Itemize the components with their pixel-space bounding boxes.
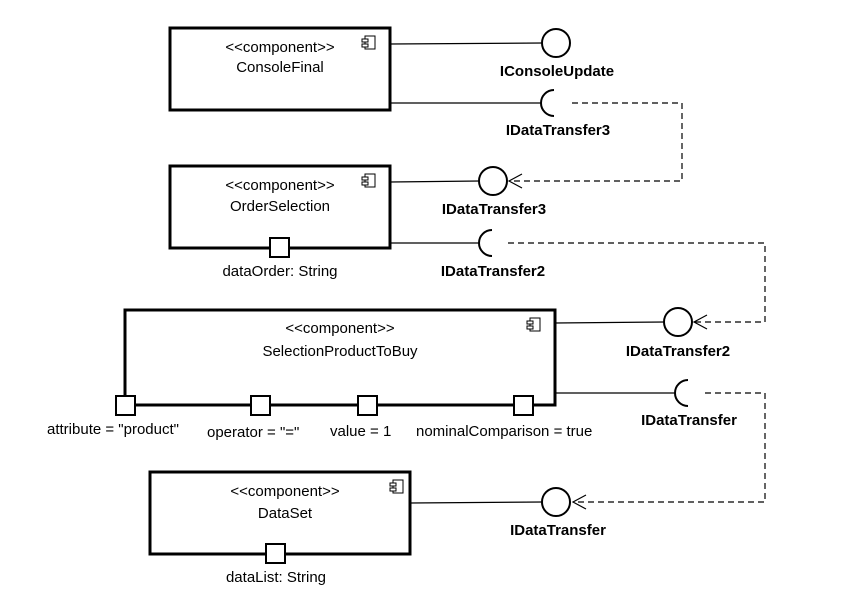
component-orderselection[interactable]: <<component>> OrderSelection bbox=[168, 164, 392, 250]
component-icon bbox=[389, 479, 404, 494]
port[interactable] bbox=[269, 237, 290, 258]
port-label: dataOrder: String bbox=[222, 263, 337, 280]
port[interactable] bbox=[265, 543, 286, 564]
interface-label: IDataTransfer2 bbox=[441, 263, 545, 280]
port[interactable] bbox=[115, 395, 136, 416]
connector-line bbox=[554, 321, 666, 324]
port-label: operator = "=" bbox=[207, 424, 299, 441]
component-icon bbox=[361, 173, 376, 188]
required-interface-socket[interactable] bbox=[478, 229, 493, 257]
interface-label: IDataTransfer3 bbox=[506, 122, 610, 139]
port-label: nominalComparison = true bbox=[416, 423, 592, 440]
component-stereotype: <<component>> bbox=[285, 320, 394, 337]
component-name: DataSet bbox=[258, 505, 313, 522]
provided-interface-ball[interactable] bbox=[541, 487, 571, 517]
interface-label: IDataTransfer2 bbox=[626, 343, 730, 360]
component-icon bbox=[361, 35, 376, 50]
dependency-line bbox=[510, 102, 683, 182]
provided-interface-ball[interactable] bbox=[663, 307, 693, 337]
dependency-line bbox=[508, 242, 766, 323]
interface-label: IDataTransfer3 bbox=[442, 201, 546, 218]
dependency-line bbox=[574, 392, 766, 503]
component-name: OrderSelection bbox=[230, 198, 330, 215]
port[interactable] bbox=[357, 395, 378, 416]
provided-interface-ball[interactable] bbox=[541, 28, 571, 58]
interface-label: IDataTransfer bbox=[510, 522, 606, 539]
component-stereotype: <<component>> bbox=[230, 483, 339, 500]
port-label: value = 1 bbox=[330, 423, 391, 440]
provided-interface-ball[interactable] bbox=[478, 166, 508, 196]
component-stereotype: <<component>> bbox=[225, 39, 334, 56]
port[interactable] bbox=[513, 395, 534, 416]
arrowhead bbox=[507, 173, 523, 189]
component-name: ConsoleFinal bbox=[236, 59, 324, 76]
port-label: attribute = "product" bbox=[47, 421, 179, 438]
component-name: SelectionProductToBuy bbox=[262, 343, 418, 360]
component-consolefinal[interactable]: <<component>> ConsoleFinal bbox=[168, 26, 392, 112]
arrowhead bbox=[571, 494, 587, 510]
arrowhead bbox=[692, 314, 708, 330]
component-dataset[interactable]: <<component>> DataSet bbox=[148, 470, 412, 556]
required-interface-socket[interactable] bbox=[540, 89, 555, 117]
port-label: dataList: String bbox=[226, 569, 326, 586]
required-interface-socket[interactable] bbox=[674, 379, 689, 407]
component-stereotype: <<component>> bbox=[225, 177, 334, 194]
connector-line bbox=[389, 180, 481, 183]
component-selectionproducttobuy[interactable]: <<component>> SelectionProductToBuy bbox=[123, 308, 557, 407]
component-icon bbox=[526, 317, 541, 332]
port[interactable] bbox=[250, 395, 271, 416]
connector-line bbox=[409, 501, 543, 504]
interface-label: IConsoleUpdate bbox=[500, 63, 614, 80]
interface-label: IDataTransfer bbox=[641, 412, 737, 429]
connector-line bbox=[389, 42, 543, 45]
